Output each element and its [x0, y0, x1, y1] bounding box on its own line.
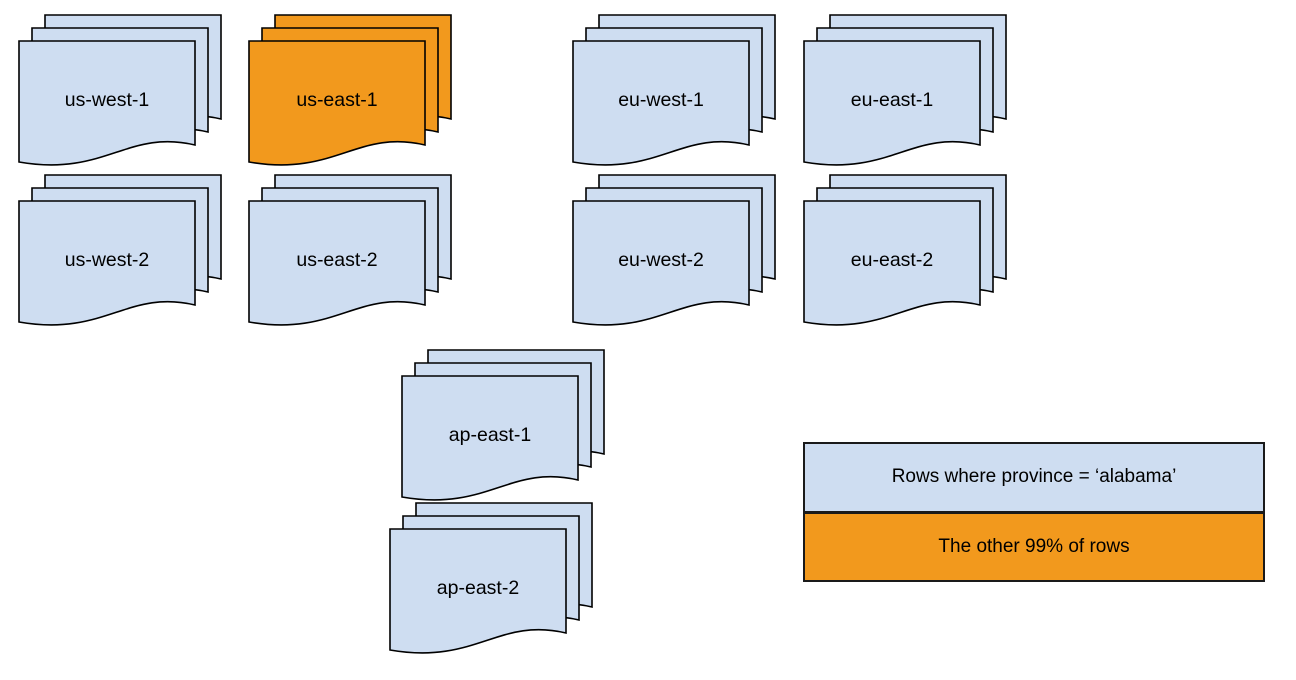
legend-row-label: Rows where province = ‘alabama’ [891, 466, 1177, 488]
region-label: eu-east-2 [851, 249, 933, 271]
region-stack-eu-west-2: eu-west-2 [572, 174, 776, 326]
region-label: ap-east-2 [437, 577, 519, 599]
region-label: us-west-2 [65, 249, 150, 271]
region-stack-us-west-1: us-west-1 [18, 14, 222, 166]
region-stack-eu-west-1: eu-west-1 [572, 14, 776, 166]
region-label: us-east-1 [296, 89, 377, 111]
region-label: us-east-2 [296, 249, 377, 271]
region-label: eu-west-2 [618, 249, 704, 271]
legend: Rows where province = ‘alabama’ The othe… [803, 442, 1265, 582]
legend-row-alabama: Rows where province = ‘alabama’ [805, 444, 1263, 514]
region-label: us-west-1 [65, 89, 150, 111]
legend-row-label: The other 99% of rows [938, 535, 1130, 557]
legend-row-other: The other 99% of rows [805, 513, 1263, 580]
region-stack-us-east-2: us-east-2 [248, 174, 452, 326]
region-stack-us-west-2: us-west-2 [18, 174, 222, 326]
document-sheet-front [572, 200, 750, 326]
document-sheet-front [18, 200, 196, 326]
document-sheet-front [389, 528, 567, 654]
document-sheet-front [803, 200, 981, 326]
document-sheet-front [248, 40, 426, 166]
document-sheet-front [248, 200, 426, 326]
region-stack-us-east-1: us-east-1 [248, 14, 452, 166]
document-sheet-front [18, 40, 196, 166]
region-stack-ap-east-2: ap-east-2 [389, 502, 593, 654]
region-label: ap-east-1 [449, 424, 531, 446]
document-sheet-front [803, 40, 981, 166]
region-label: eu-east-1 [851, 89, 933, 111]
region-stack-eu-east-1: eu-east-1 [803, 14, 1007, 166]
region-label: eu-west-1 [618, 89, 704, 111]
region-stack-ap-east-1: ap-east-1 [401, 349, 605, 501]
document-sheet-front [572, 40, 750, 166]
region-stack-eu-east-2: eu-east-2 [803, 174, 1007, 326]
document-sheet-front [401, 375, 579, 501]
